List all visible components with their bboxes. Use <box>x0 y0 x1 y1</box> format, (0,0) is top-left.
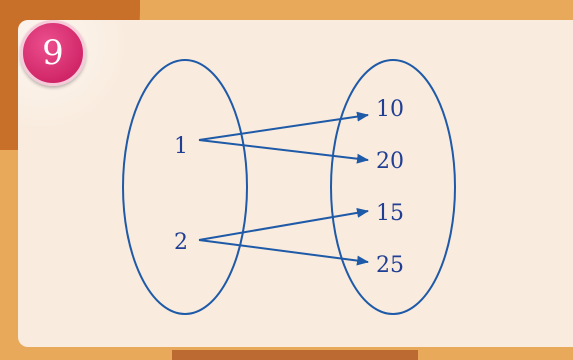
exercise-number-badge: 9 <box>20 20 86 86</box>
domain-element: 1 <box>174 134 188 159</box>
domain-set-oval <box>122 59 248 315</box>
exercise-card <box>18 20 573 347</box>
mapping-arrow <box>198 207 369 241</box>
codomain-set-oval <box>330 59 456 315</box>
codomain-element: 10 <box>376 97 404 122</box>
codomain-element: 20 <box>376 149 404 174</box>
bottom-bar <box>172 350 418 360</box>
codomain-element: 25 <box>376 253 404 278</box>
mapping-arrow <box>198 139 369 164</box>
mapping-arrow <box>198 111 369 141</box>
mapping-arrow <box>198 239 369 266</box>
codomain-element: 15 <box>376 201 404 226</box>
domain-element: 2 <box>174 230 188 255</box>
